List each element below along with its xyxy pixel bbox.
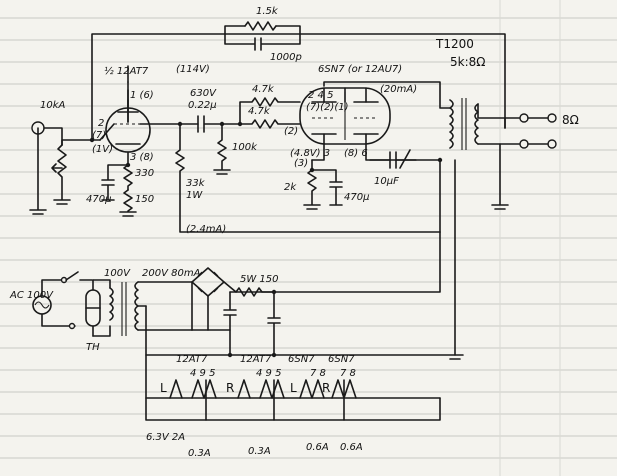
label-heater-current-2: 0.3A (248, 446, 271, 457)
label-v2-top-pins-alt: (7)(2)(1) (306, 102, 349, 113)
label-v1-voltage: (114V) (176, 64, 210, 75)
label-r-psu: 5W 150 (240, 274, 279, 285)
label-transformer: T1200 (435, 37, 474, 51)
label-c-bypass: 10μF (374, 176, 399, 187)
label-r-cathode-3: 2k (284, 182, 297, 193)
label-c-cathode-1: 470μ (86, 194, 111, 205)
label-v2-cathode-right: (8) 6 (344, 148, 368, 159)
label-v1-grid-voltage: (1V) (92, 144, 113, 155)
label-transformer-primary: 100V (104, 268, 131, 279)
label-r-cathode-2: 150 (135, 194, 154, 205)
label-thermal-fuse: TH (86, 342, 100, 353)
label-heater-L1: L (160, 381, 167, 395)
label-heater-current-1: 0.3A (188, 448, 211, 459)
label-heater-pins-1: 4 9 5 (190, 368, 215, 379)
label-heater-tube-2: 12AT7 (240, 354, 272, 365)
label-v2-tube: 6SN7 (or 12AU7) (318, 64, 402, 75)
label-heater-R2: R (322, 381, 330, 395)
label-v2-current: (20mA) (380, 84, 417, 95)
label-heater-R1: R (226, 381, 234, 395)
label-c-coupling: 0.22μ (188, 100, 217, 111)
label-speaker-spec: 5k:8Ω (450, 55, 485, 69)
label-r-grid-leak: 100k (232, 142, 258, 153)
label-v1-grid-pin-alt: (7) (92, 130, 106, 141)
label-heater-tube-1: 12AT7 (176, 354, 208, 365)
label-c-cathode-3: 470μ (344, 192, 369, 203)
labels-group: 1.5k 1000p T1200 5k:8Ω ½ 12AT7 (114V) 1 … (9, 6, 579, 459)
label-r-cathode-1: 330 (135, 168, 154, 179)
label-r-plate-watt: 1W (186, 190, 203, 201)
label-v1-plate-pin: 1 (6) (130, 90, 154, 101)
label-heater-pins-3: 7 8 (310, 368, 326, 379)
label-v2-cathode-left-alt: (3) (294, 158, 308, 169)
power-supply-circuit (32, 267, 464, 421)
label-heater-tube-4: 6SN7 (328, 354, 355, 365)
label-c-feedback: 1000p (270, 52, 302, 63)
label-v1-cathode-pin: 3 (8) (130, 152, 154, 163)
label-heater-L2: L (290, 381, 297, 395)
label-v2-grid-2: (2) (284, 126, 298, 137)
label-c-coupling-voltage: 630V (190, 88, 217, 99)
label-heater-current-4: 0.6A (340, 442, 363, 453)
label-r-grid-1: 4.7k (252, 84, 275, 95)
label-heater-supply: 6.3V 2A (146, 432, 185, 443)
label-heater-pins-4: 7 8 (340, 368, 356, 379)
label-heater-tube-3: 6SN7 (288, 354, 315, 365)
label-r-feedback: 1.5k (256, 6, 279, 17)
label-v1-grid-pin: 2 (98, 118, 104, 129)
label-transformer-secondary: 200V 80mA (142, 268, 201, 279)
label-v2-top-pins: 2 4 5 (308, 90, 333, 101)
label-heater-pins-2: 4 9 5 (256, 368, 281, 379)
label-volume-pot: 10kA (40, 100, 66, 111)
label-output-8ohm: 8Ω (562, 113, 579, 127)
label-ac-input: AC 100V (9, 290, 54, 301)
label-r-grid-2: 4.7k (248, 106, 271, 117)
label-heater-current-3: 0.6A (306, 442, 329, 453)
amplifier-circuit (29, 21, 557, 233)
label-v1-tube: ½ 12AT7 (104, 65, 149, 77)
label-r-plate: 33k (186, 178, 206, 189)
label-v2-cathode-left: (4.8V) 3 (290, 148, 330, 159)
label-v1-current: (2.4mA) (186, 224, 226, 235)
